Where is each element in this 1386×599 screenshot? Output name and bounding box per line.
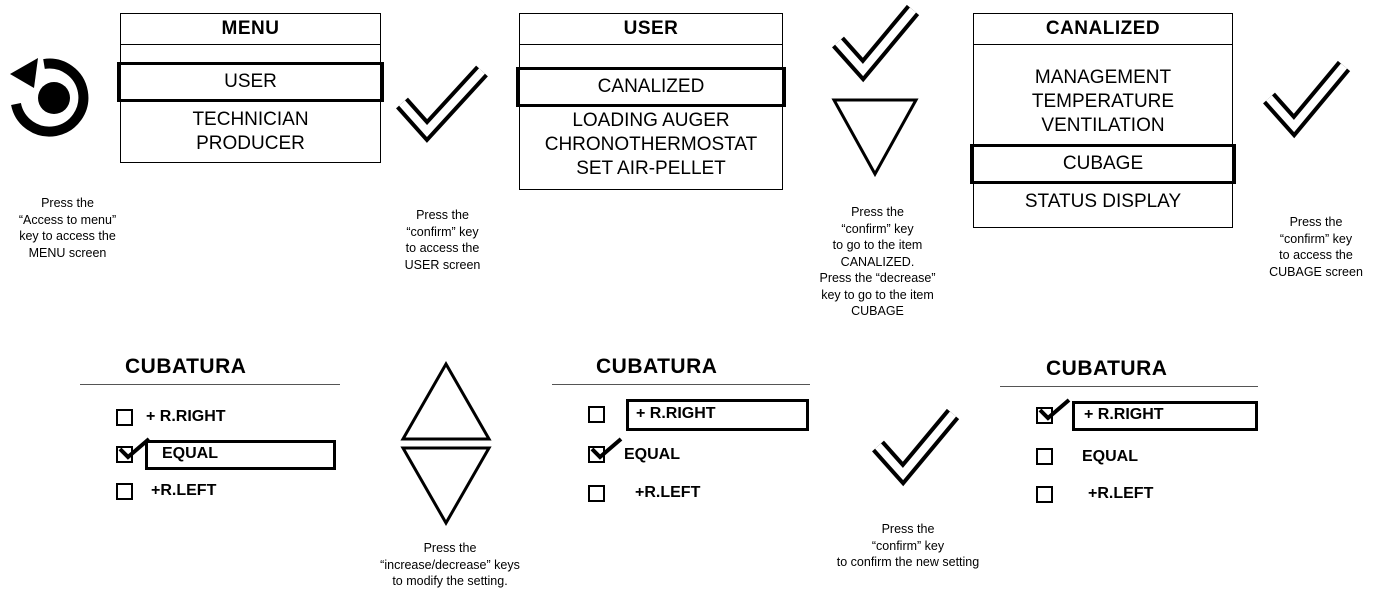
checkmark-icon xyxy=(118,437,151,460)
option-equal: EQUAL xyxy=(162,445,218,462)
checkmark-icon[interactable] xyxy=(872,406,960,487)
menu-title: MENU xyxy=(121,14,380,45)
checkbox-r-right[interactable] xyxy=(116,409,133,426)
checkbox-r-left[interactable] xyxy=(116,483,133,500)
triangle-up-icon[interactable] xyxy=(400,360,492,442)
checkmark-icon[interactable] xyxy=(1263,58,1351,139)
cubatura-screen-3: CUBATURA + R.RIGHT EQUAL +R.LEFT xyxy=(1000,355,1265,505)
cubatura-title: CUBATURA xyxy=(1046,357,1168,380)
menu-item-user[interactable]: USER xyxy=(117,62,384,102)
triangle-down-icon[interactable] xyxy=(400,446,492,527)
canalized-screen: CANALIZED MANAGEMENT TEMPERATURE VENTILA… xyxy=(970,13,1236,228)
cubatura-screen-2: CUBATURA + R.RIGHT EQUAL +R.LEFT xyxy=(552,355,817,505)
triangle-down-icon[interactable] xyxy=(831,98,919,178)
option-r-right: + R.RIGHT xyxy=(146,408,226,425)
user-item-set-air-pellet[interactable]: SET AIR-PELLET xyxy=(576,158,726,179)
option-equal: EQUAL xyxy=(1082,448,1138,465)
selection-frame xyxy=(1072,401,1258,431)
user-screen: USER CANALIZED LOADING AUGER CHRONOTHERM… xyxy=(516,13,786,190)
checkmark-icon xyxy=(1038,398,1071,421)
checkmark-icon[interactable] xyxy=(396,63,488,143)
user-item-canalized[interactable]: CANALIZED xyxy=(516,67,786,107)
canalized-title: CANALIZED xyxy=(974,14,1232,45)
user-item-loading-auger[interactable]: LOADING AUGER xyxy=(572,110,730,131)
canalized-item-cubage[interactable]: CUBAGE xyxy=(970,144,1236,184)
user-title: USER xyxy=(520,14,782,45)
canalized-item-ventilation[interactable]: VENTILATION xyxy=(1041,115,1165,136)
caption-modify-setting: Press the “increase/decrease” keys to mo… xyxy=(380,541,520,588)
caption-access-cubage: Press the “confirm” key to access the CU… xyxy=(1269,215,1363,279)
checkmark-icon[interactable] xyxy=(832,2,920,83)
selection-frame xyxy=(145,440,336,470)
cubatura-divider xyxy=(80,384,340,385)
access-menu-icon[interactable] xyxy=(4,52,94,142)
canalized-item-temperature[interactable]: TEMPERATURE xyxy=(1031,91,1175,112)
option-r-right: + R.RIGHT xyxy=(1084,406,1164,423)
option-equal: EQUAL xyxy=(624,446,680,463)
option-r-right: + R.RIGHT xyxy=(636,405,716,422)
caption-go-canalized: Press the “confirm” key to go to the ite… xyxy=(819,205,936,318)
checkmark-icon xyxy=(590,437,623,460)
caption-confirm-setting: Press the “confirm” key to confirm the n… xyxy=(836,522,980,569)
checkbox-r-left[interactable] xyxy=(588,485,605,502)
option-r-left: +R.LEFT xyxy=(635,484,701,501)
user-item-chronothermostat[interactable]: CHRONOTHERMOSTAT xyxy=(544,134,758,155)
canalized-item-status-display[interactable]: STATUS DISPLAY xyxy=(1024,191,1182,212)
caption-access-user: Press the “confirm” key to access the US… xyxy=(404,208,481,272)
menu-item-technician[interactable]: TECHNICIAN xyxy=(192,109,309,130)
option-r-left: +R.LEFT xyxy=(151,482,217,499)
selection-frame xyxy=(626,399,809,431)
cubatura-title: CUBATURA xyxy=(125,355,247,378)
checkbox-r-left[interactable] xyxy=(1036,486,1053,503)
checkbox-equal[interactable] xyxy=(1036,448,1053,465)
option-r-left: +R.LEFT xyxy=(1088,485,1154,502)
cubatura-divider xyxy=(552,384,810,385)
menu-screen: MENU USER TECHNICIAN PRODUCER xyxy=(117,13,384,163)
cubatura-screen-1: CUBATURA + R.RIGHT EQUAL +R.LEFT xyxy=(80,355,345,505)
menu-item-producer[interactable]: PRODUCER xyxy=(196,133,305,154)
cubatura-title: CUBATURA xyxy=(596,355,718,378)
caption-access-menu: Press the “Access to menu” key to access… xyxy=(18,196,117,260)
checkbox-r-right[interactable] xyxy=(588,406,605,423)
canalized-item-management[interactable]: MANAGEMENT xyxy=(1034,67,1172,88)
cubatura-divider xyxy=(1000,386,1258,387)
